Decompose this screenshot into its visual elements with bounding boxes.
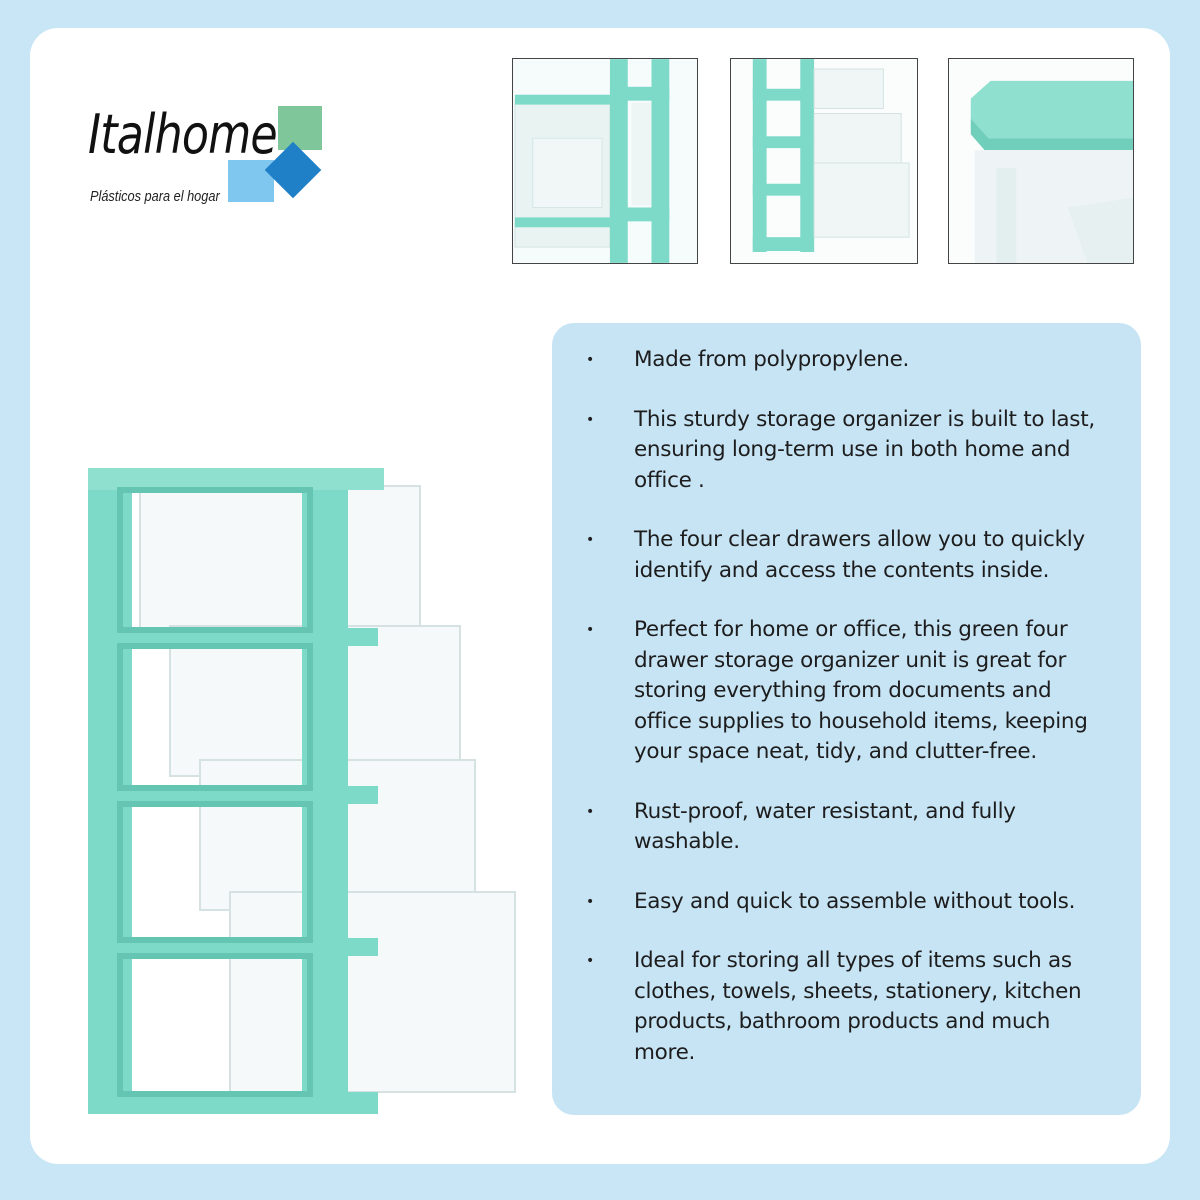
drawer-closeup-image	[513, 59, 697, 263]
thumbnail-drawer-closeup[interactable]	[512, 58, 698, 264]
feature-item: •This sturdy storage organizer is built …	[586, 406, 1095, 493]
bullet-icon: •	[586, 352, 594, 368]
feature-item: •Made from polypropylene.	[582, 345, 1111, 376]
feature-list: •Made from polypropylene. •This sturdy s…	[582, 345, 1111, 1068]
four-drawer-organizer-image	[88, 468, 516, 1114]
thumbnail-drawer-side[interactable]	[730, 58, 918, 264]
logo-green-square	[278, 106, 322, 150]
drawer-side-view-image	[731, 59, 917, 263]
feature-item: •The four clear drawers allow you to qui…	[586, 527, 1085, 583]
bullet-icon: •	[586, 803, 594, 820]
top-corner-closeup-image	[949, 59, 1133, 263]
brand-tagline: Plásticos para el hogar	[90, 188, 220, 205]
brand-logo: Italhome Plásticos para el hogar	[88, 100, 348, 220]
feature-item: •Easy and quick to assemble without tool…	[582, 887, 1111, 918]
brand-name: Italhome	[88, 103, 278, 166]
features-panel: •Made from polypropylene. •This sturdy s…	[552, 323, 1141, 1115]
bullet-icon: •	[586, 622, 594, 638]
feature-item: •Ideal for storing all types of items su…	[586, 948, 1082, 1065]
thumbnail-top-corner[interactable]	[948, 58, 1134, 264]
bullet-icon: •	[586, 953, 594, 969]
feature-item: •Perfect for home or office, this green …	[586, 617, 1088, 764]
bullet-icon: •	[586, 893, 594, 910]
feature-item: •Rust-proof, water resistant, and fully …	[586, 798, 1016, 855]
product-image	[80, 468, 530, 1118]
bullet-icon: •	[586, 411, 594, 428]
bullet-icon: •	[586, 532, 594, 548]
